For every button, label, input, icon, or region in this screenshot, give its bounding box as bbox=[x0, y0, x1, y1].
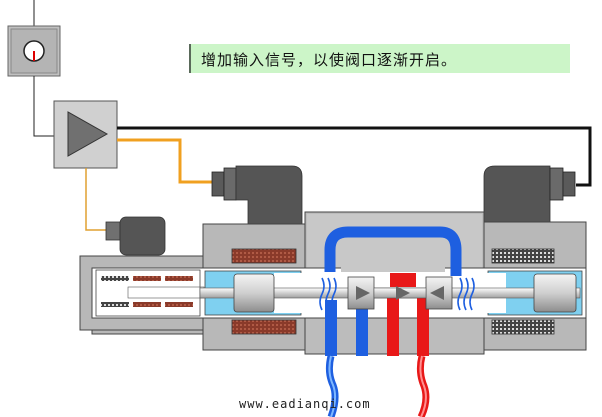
coil-right-bottom bbox=[491, 319, 555, 335]
caption-box: 增加输入信号，以使阀口逐渐开启。 bbox=[189, 44, 570, 73]
coil-right-top bbox=[491, 248, 555, 264]
feedback-wire bbox=[117, 126, 592, 187]
armature-left bbox=[233, 273, 275, 313]
amplifier-triangle-icon bbox=[67, 111, 109, 157]
sensor-wire bbox=[85, 168, 106, 231]
signal-wire-to-amp bbox=[33, 76, 54, 137]
solenoid-connector-icon bbox=[211, 165, 303, 225]
armature-right bbox=[533, 273, 577, 313]
blue-oil-passage bbox=[324, 226, 462, 417]
sensor-connector-icon bbox=[105, 216, 166, 256]
drive-signal-wire bbox=[117, 138, 214, 184]
watermark: www.eadianqi.com bbox=[239, 397, 371, 411]
coil-left-top bbox=[231, 248, 297, 264]
red-oil-passage bbox=[387, 273, 430, 417]
position-sensor bbox=[95, 269, 205, 317]
coil-left-bottom bbox=[231, 319, 297, 335]
signal-source-icon[interactable] bbox=[7, 25, 61, 77]
spool-icon bbox=[347, 276, 453, 310]
amplifier-block[interactable] bbox=[53, 100, 118, 169]
solenoid-connector-right-icon bbox=[483, 165, 576, 223]
caption-text: 增加输入信号，以使阀口逐渐开启。 bbox=[201, 51, 458, 69]
spring-icon bbox=[319, 277, 475, 311]
